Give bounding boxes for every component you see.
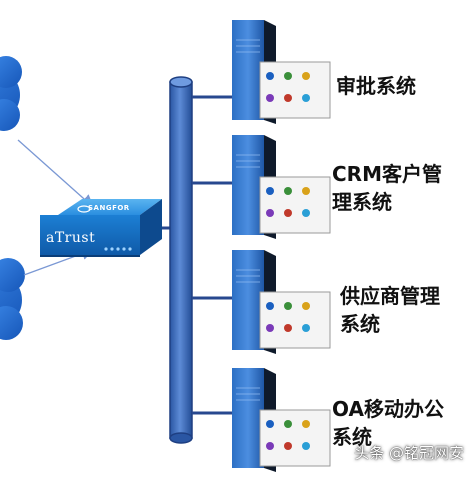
system-label-4-line-2: 系统 xyxy=(332,425,372,449)
server-icon-2 xyxy=(232,135,331,239)
system-label-3: 供应商管理 系统 xyxy=(340,282,440,338)
system-label-4-line-1: OA移动办公 xyxy=(332,397,444,421)
atrust-gateway-device xyxy=(40,199,162,257)
cloud-icon-top xyxy=(0,56,22,131)
watermark-text: 头条 @铭冠网安 xyxy=(354,444,464,462)
device-name-label: aTrust xyxy=(46,230,96,246)
cloud-icon-bottom xyxy=(0,258,25,340)
system-label-2-line-1: CRM客户管 xyxy=(332,162,442,186)
system-label-1: 审批系统 xyxy=(336,72,416,100)
network-bus xyxy=(169,76,193,444)
server-icon-1 xyxy=(232,20,331,124)
server-icon-3 xyxy=(232,250,331,354)
system-label-3-line-2: 系统 xyxy=(340,312,380,336)
server-icon-4 xyxy=(232,368,331,472)
system-label-2-line-2: 理系统 xyxy=(332,190,392,214)
system-label-3-line-1: 供应商管理 xyxy=(340,284,440,308)
arrow-top-to-device xyxy=(17,139,94,208)
device-brand-label: SANGFOR xyxy=(88,204,130,212)
system-label-1-line-1: 审批系统 xyxy=(336,74,416,98)
system-label-2: CRM客户管 理系统 xyxy=(332,160,442,216)
system-label-4: OA移动办公 系统 xyxy=(332,395,444,451)
